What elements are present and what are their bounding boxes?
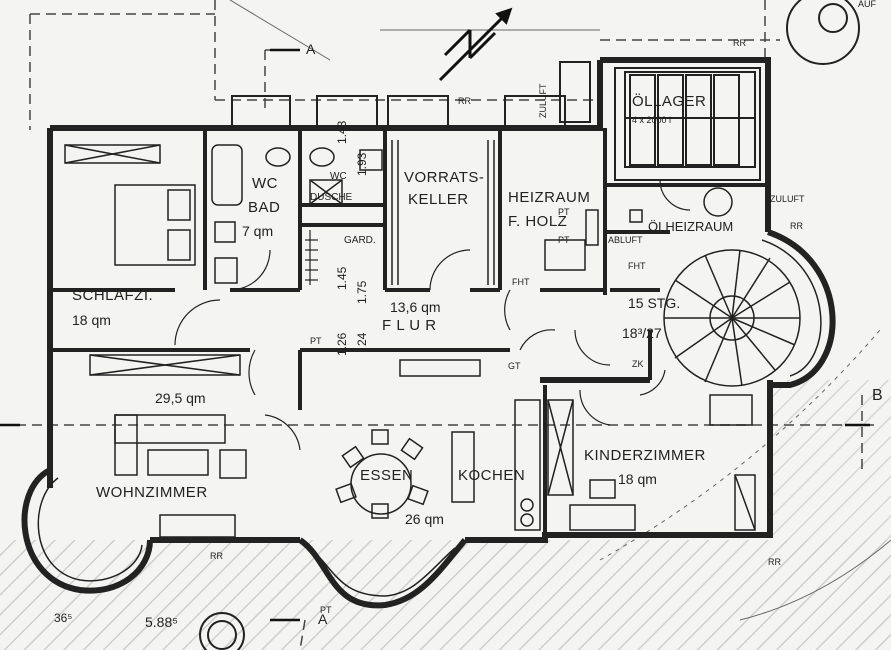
label-pt-flur: PT xyxy=(310,336,322,346)
dim-1-75: 1.75 xyxy=(355,280,369,304)
room-vorratskeller-line1: VORRATS- xyxy=(404,169,485,186)
stair-ratio: 18³/27 xyxy=(622,325,662,341)
dim-1-93: 1.93 xyxy=(355,152,369,176)
bay-window-wohnzimmer xyxy=(21,467,153,594)
terrain-hatch-right xyxy=(770,380,891,580)
label-pt-heizraum-2: PT xyxy=(558,235,570,245)
label-rr-bottom: RR xyxy=(210,551,223,561)
room-schlafzimmer-area: 18 qm xyxy=(72,312,111,328)
tree-symbols xyxy=(199,0,860,650)
room-schlafzimmer-name: SCHLAFZI. xyxy=(72,287,154,304)
room-oellager-tanks: 4 x 2000 l xyxy=(632,115,672,125)
dim-1-45: 1.45 xyxy=(335,266,349,290)
label-gt: GT xyxy=(508,361,521,371)
label-fht-oel: FHT xyxy=(628,261,646,271)
interior-walls xyxy=(50,128,768,540)
keller-shelves xyxy=(391,140,495,285)
label-zk: ZK xyxy=(632,359,644,369)
room-wc-bad-line2: BAD xyxy=(248,199,281,216)
stair-tower-wall xyxy=(767,229,836,388)
dim-24: 24 xyxy=(355,332,369,346)
section-marker-a-bottom: A xyxy=(318,611,328,627)
kinderzimmer-furniture xyxy=(569,394,756,531)
label-zuluft-right: ZULUFT xyxy=(770,194,805,204)
room-heizraum-line2: F. HOLZ xyxy=(508,213,568,230)
room-essen-area: 26 qm xyxy=(405,511,444,527)
bay-window-essen xyxy=(298,537,468,609)
room-wc-dusche-line1: WC xyxy=(330,171,347,182)
wohnzimmer-furniture xyxy=(89,354,247,538)
room-kinderzimmer-area: 18 qm xyxy=(618,471,657,487)
room-essen-name: ESSEN xyxy=(360,467,414,484)
room-wc-bad-area: 7 qm xyxy=(242,223,274,239)
oellager-tanks xyxy=(614,67,761,181)
bath-fixtures xyxy=(211,144,383,284)
label-rr-topright: RR xyxy=(733,38,746,48)
spiral-stair xyxy=(663,249,801,387)
top-windows xyxy=(231,61,591,129)
label-pt-bottom: PT xyxy=(320,605,332,615)
room-vorratskeller-line2: KELLER xyxy=(408,191,469,208)
room-wohnzimmer-area: 29,5 qm xyxy=(155,390,206,406)
section-marker-b: B xyxy=(872,387,883,404)
dim-36-5: 36⁵ xyxy=(54,611,73,625)
room-flur-name: F L U R xyxy=(382,317,437,334)
doors xyxy=(174,179,691,451)
room-kinderzimmer-name: KINDERZIMMER xyxy=(584,447,706,464)
kitchen-counters xyxy=(399,359,574,531)
room-wc-dusche-line2: DUSCHE xyxy=(310,192,353,203)
label-rr-right: RR xyxy=(790,221,803,231)
room-oelheizraum-name: ÖLHEIZRAUM xyxy=(648,219,734,234)
room-kochen-name: KOCHEN xyxy=(458,467,526,484)
garderobe-rail xyxy=(305,230,318,285)
room-heizraum-line1: HEIZRAUM xyxy=(508,189,591,206)
bed xyxy=(64,144,196,266)
label-abluft: ABLUFT xyxy=(608,235,643,245)
label-fht-heizraum: FHT xyxy=(512,277,530,287)
room-wc-bad-line1: WC xyxy=(252,175,278,192)
room-garderobe-name: GARD. xyxy=(344,235,376,246)
room-flur-area: 13,6 qm xyxy=(390,299,441,315)
dining-set xyxy=(335,429,475,519)
label-pt-heizraum: PT xyxy=(558,207,570,217)
dim-1-26: 1.26 xyxy=(335,332,349,356)
dim-5-88-5: 5.88⁵ xyxy=(145,614,179,630)
room-oellager-name: ÖLLAGER xyxy=(632,93,707,110)
heizraum-equipment xyxy=(544,187,733,271)
stair-steps: 15 STG. xyxy=(628,295,681,311)
north-arrow xyxy=(438,7,513,82)
label-rr-top: RR xyxy=(458,96,471,106)
section-marker-a-top: A xyxy=(306,41,316,57)
dim-1-43: 1.43 xyxy=(335,120,349,144)
room-wohnzimmer-name: WOHNZIMMER xyxy=(96,484,208,501)
label-zuluft-top: ZULUFT xyxy=(538,83,548,119)
label-auf: AUF xyxy=(858,0,876,9)
label-rr-bottomright: RR xyxy=(768,557,781,567)
